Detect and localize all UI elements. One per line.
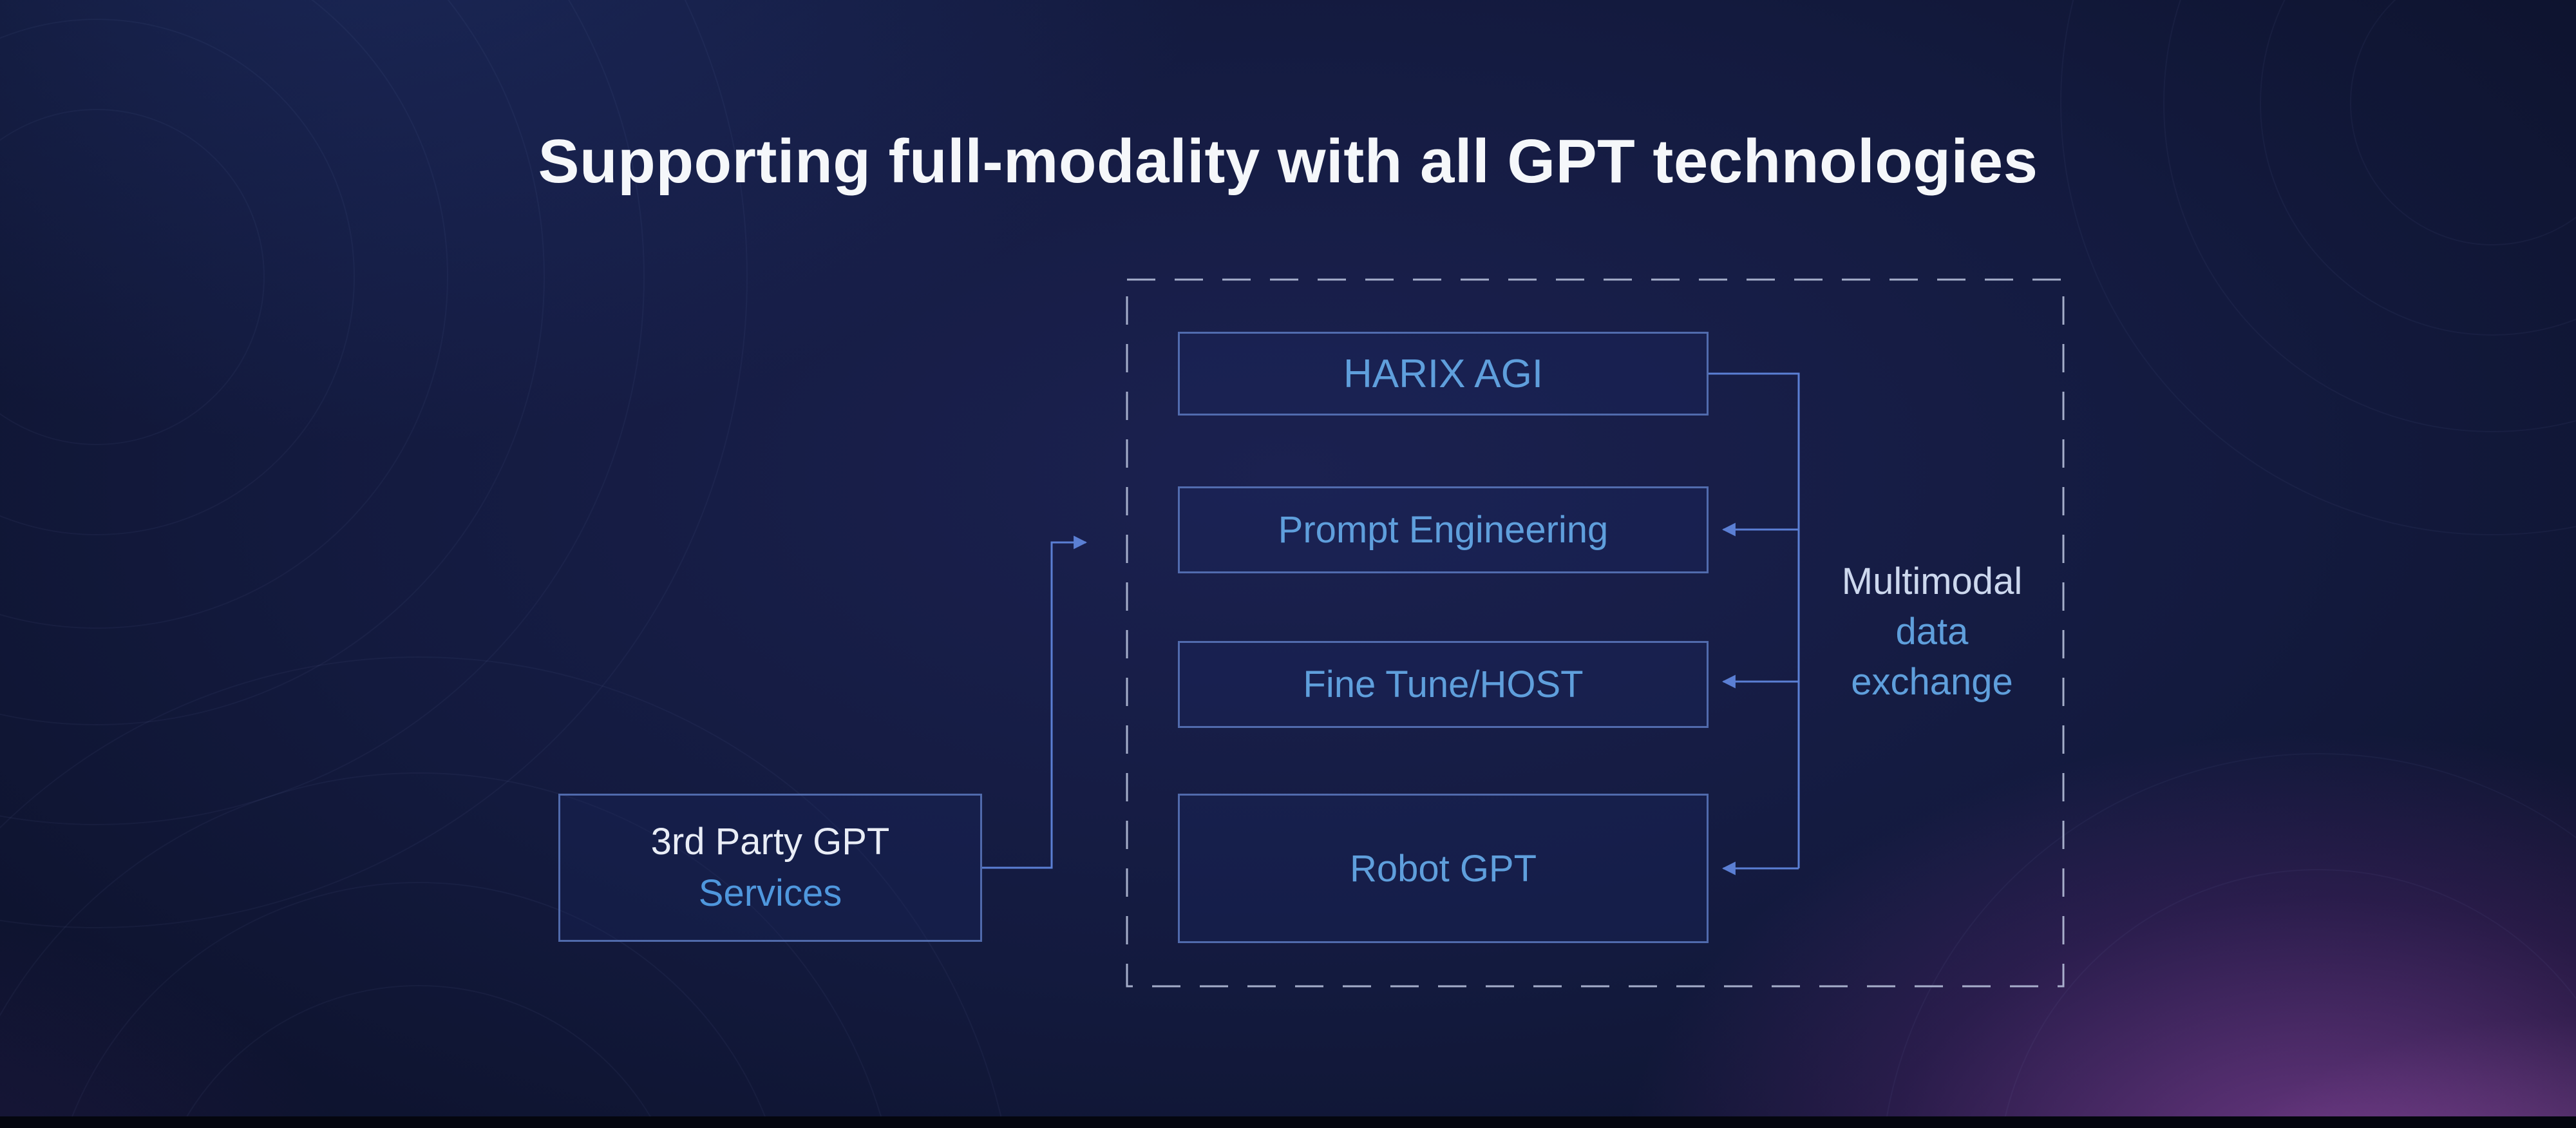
node-harix-agi: HARIX AGI: [1178, 332, 1709, 416]
side-label-line-1: Multimodal: [1841, 560, 2023, 602]
third-party-gpt-subtitle: Services: [698, 872, 842, 914]
node-prompt-engineering-label: Prompt Engineering: [1278, 509, 1609, 551]
node-harix-agi-label: HARIX AGI: [1343, 351, 1544, 396]
slide-title: Supporting full-modality with all GPT te…: [538, 127, 2038, 196]
multimodal-data-exchange-label: Multimodal data exchange: [1803, 557, 2061, 707]
node-third-party-gpt-services: 3rd Party GPT Services: [558, 794, 982, 942]
side-label-line-2: data: [1895, 611, 1969, 653]
connector-harix-riser: [1709, 372, 1800, 868]
node-prompt-engineering: Prompt Engineering: [1178, 486, 1709, 573]
multimodal-group-dashed-border: [1126, 278, 2065, 988]
bottom-letterbox-bar: [0, 1116, 2576, 1128]
node-fine-tune-host: Fine Tune/HOST: [1178, 641, 1709, 728]
connector-thirdparty-to-group: [982, 535, 1088, 869]
side-label-line-3: exchange: [1851, 661, 2013, 703]
node-fine-tune-host-label: Fine Tune/HOST: [1303, 664, 1584, 705]
node-robot-gpt: Robot GPT: [1178, 794, 1709, 943]
third-party-gpt-title: 3rd Party GPT: [650, 821, 890, 863]
node-robot-gpt-label: Robot GPT: [1349, 847, 1537, 890]
